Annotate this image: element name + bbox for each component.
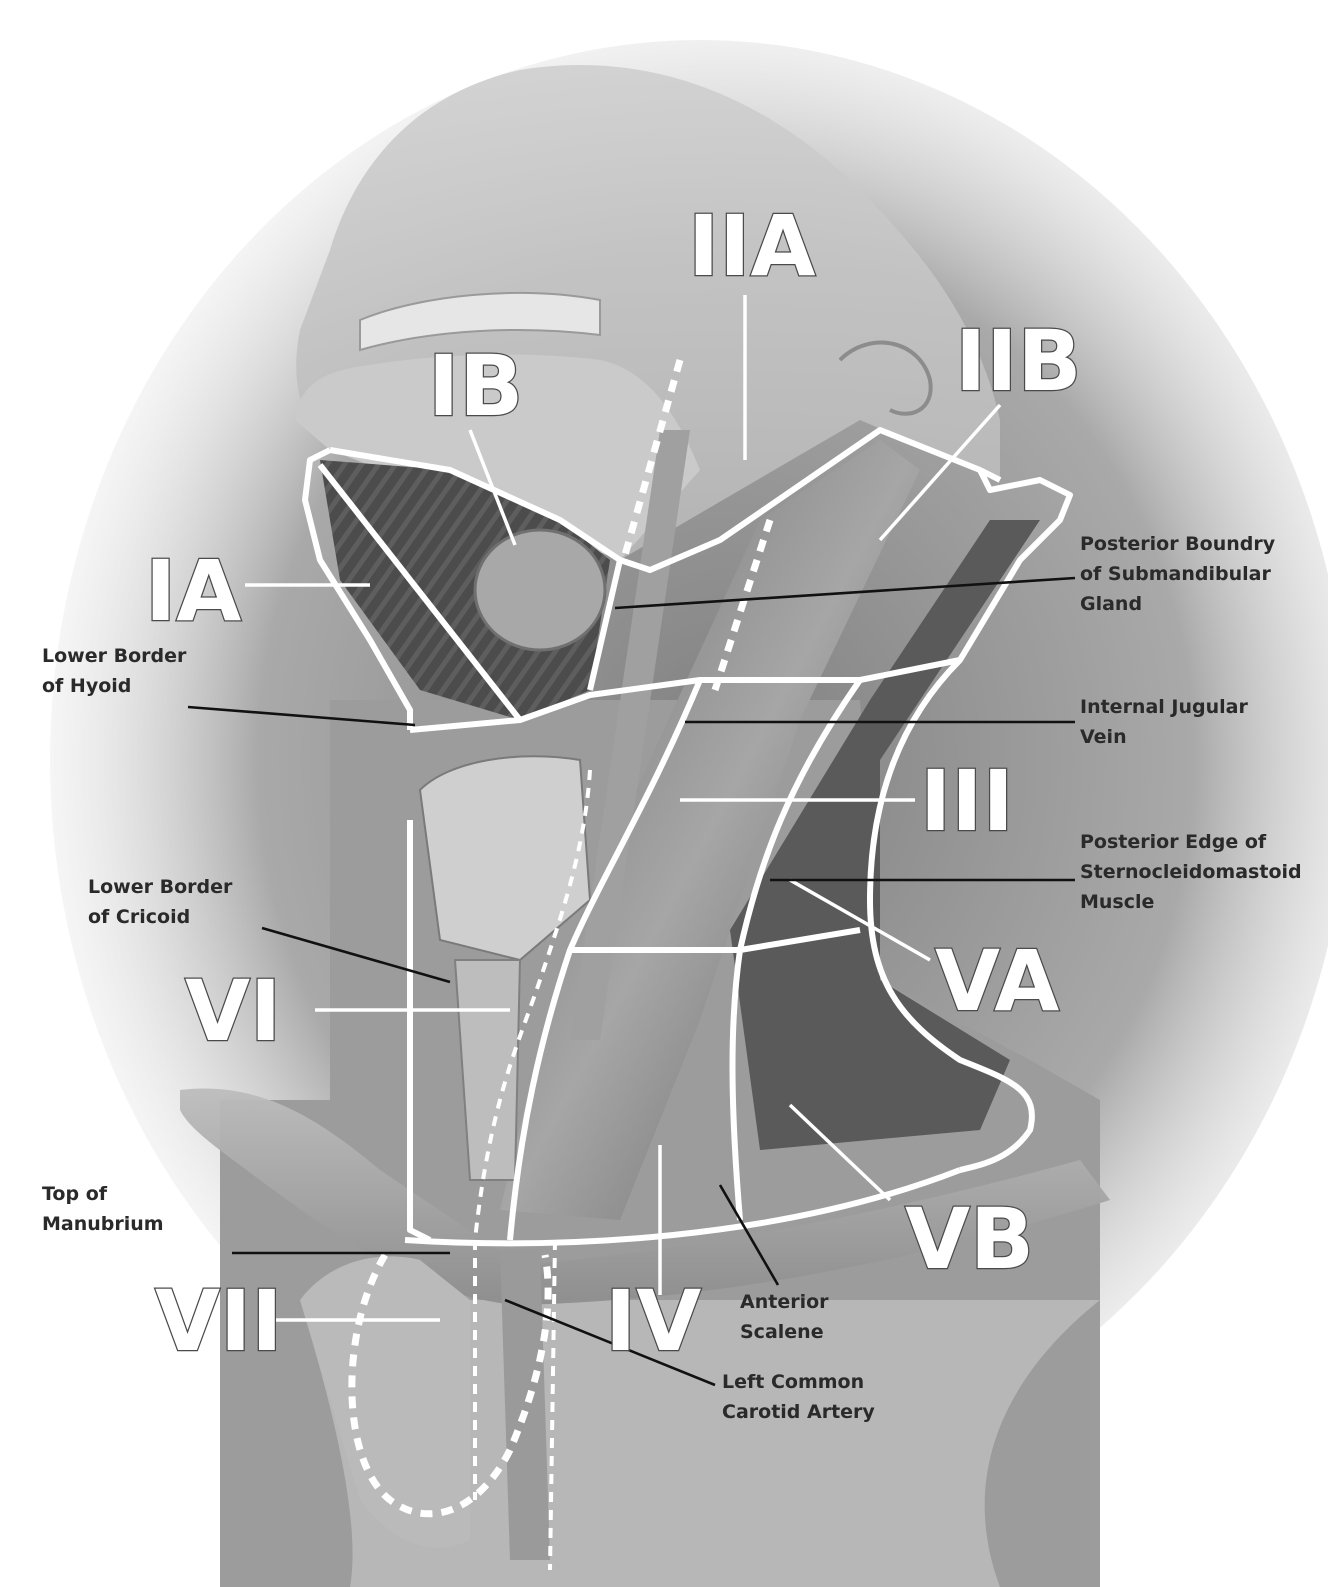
zone-level-i-outline: [329, 427, 1002, 573]
leader-carotid: [504, 1298, 716, 1387]
zone-ia-ib-divider: [317, 463, 523, 722]
leader-vb: [788, 1103, 892, 1202]
zone-cricoid-line: [570, 927, 861, 953]
clavicle: [180, 1088, 1110, 1305]
leader-hyoid: [187, 705, 416, 727]
level-label-vb: VB: [905, 1190, 1034, 1288]
level-label-iia: IIA: [688, 197, 816, 295]
leader-va: [789, 878, 931, 962]
level-labels: IA IB IIA IIB III VA VB VI VII IV: [144, 196, 1083, 1372]
zone-level-vi-box: [407, 820, 432, 1243]
leader-posterior-boundary: [614, 576, 1076, 610]
zone-ib-iia-dashed: [621, 359, 684, 556]
level-label-vi: VI: [185, 962, 281, 1060]
mandible: [295, 354, 700, 560]
annotation-posterior-boundary: Posterior Boundry of Submandibular Gland: [1080, 533, 1282, 615]
annotations: Posterior Boundry of Submandibular Gland…: [42, 533, 1308, 1423]
level-zone-outlines: [302, 359, 1073, 1571]
annotation-top-of-manubrium: Top of Manubrium: [42, 1183, 164, 1235]
ear: [838, 340, 933, 416]
submandibular-gland: [473, 528, 607, 652]
zone-ia-ib-left: [302, 447, 413, 730]
teeth: [359, 291, 601, 352]
level-label-vii: VII: [155, 1272, 283, 1370]
level-label-iib: IIB: [955, 312, 1082, 410]
annotation-lower-border-cricoid: Lower Border of Cricoid: [88, 876, 239, 928]
sternocleidomastoid: [500, 440, 920, 1220]
leader-iib: [878, 403, 1002, 542]
leader-ib: [468, 429, 517, 546]
leader-lines: [187, 295, 1076, 1387]
annotation-lower-border-hyoid: Lower Border of Hyoid: [42, 645, 193, 697]
posterior-triangle-muscles: [730, 520, 1040, 1150]
zone-vii-dashed: [348, 1253, 552, 1518]
level-label-iii: III: [920, 752, 1014, 850]
anatomy-illustration: [50, 40, 1328, 1587]
annotation-posterior-edge-scm: Posterior Edge of Sternocleidomastoid Mu…: [1080, 831, 1308, 913]
annotation-anterior-scalene: Anterior Scalene: [740, 1291, 835, 1343]
carotid-artery-vessel: [500, 1250, 550, 1560]
leader-scalene: [718, 1184, 780, 1286]
zone-level-v-boundary: [867, 657, 1035, 1173]
zone-hyoid-line: [409, 677, 860, 733]
zone-vi-dashed: [473, 769, 592, 1241]
level-label-ib: IB: [428, 337, 523, 435]
lower-neck: [300, 1300, 1100, 1587]
zone-ib-posterior: [587, 559, 623, 691]
annotation-internal-jugular: Internal Jugular Vein: [1080, 696, 1254, 748]
level-label-iv: IV: [605, 1272, 701, 1370]
zone-level-ii-posterior: [859, 468, 1073, 683]
leader-cricoid: [261, 926, 451, 984]
annotation-left-common-carotid: Left Common Carotid Artery: [722, 1371, 875, 1423]
digastric-area: [320, 460, 610, 720]
zone-vi-dashed-2: [548, 1239, 557, 1571]
zone-iia-iib-dashed: [711, 518, 774, 692]
level-label-ia: IA: [145, 542, 241, 640]
level-label-va: VA: [935, 932, 1059, 1030]
larynx: [418, 755, 592, 962]
manubrium: [300, 1256, 470, 1548]
